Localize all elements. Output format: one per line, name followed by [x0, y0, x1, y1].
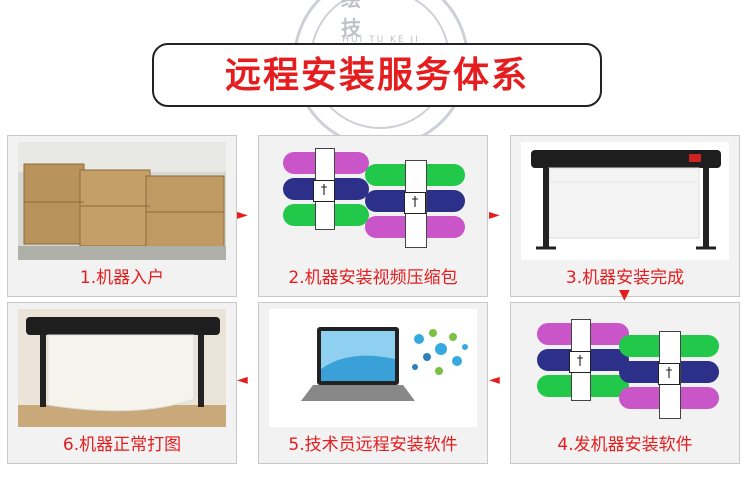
crates-photo	[18, 142, 226, 260]
arrow-right-icon: ►	[237, 207, 248, 223]
laptop-remote-icon	[269, 309, 477, 427]
page-title: 远程安装服务体系	[224, 55, 529, 96]
arrow-left-icon: ◄	[237, 372, 248, 388]
step-label-1: 1.机器入户	[79, 268, 165, 288]
step-card-4: † † 4.发机器安装软件	[510, 302, 740, 464]
plotter-photo	[521, 142, 729, 260]
arrow-left-icon: ◄	[489, 372, 500, 388]
watermark-sub-text: HUI TU KE JI	[342, 35, 420, 45]
zip-archive-icon: † †	[269, 142, 477, 260]
step-label-5: 5.技术员远程安装软件	[288, 435, 458, 455]
arrow-down-icon: ▼	[619, 287, 630, 303]
step-card-1: 1.机器入户	[7, 135, 237, 297]
step-label-2: 2.机器安装视频压缩包	[288, 268, 458, 288]
step-label-6: 6.机器正常打图	[62, 435, 182, 455]
step-card-3: 3.机器安装完成	[510, 135, 740, 297]
step-card-6: 6.机器正常打图	[7, 302, 237, 464]
arrow-right-icon: ►	[489, 207, 500, 223]
step-label-3: 3.机器安装完成	[565, 268, 685, 288]
step-label-4: 4.发机器安装软件	[557, 435, 693, 455]
plotter-printing-photo	[18, 309, 226, 427]
software-package-icon: † †	[521, 309, 729, 427]
title-banner: 远程安装服务体系	[152, 43, 602, 107]
step-card-5: 5.技术员远程安装软件	[258, 302, 488, 464]
watermark-top-text: 绘 技	[341, 0, 421, 40]
step-card-2: † † 2.机器安装视频压缩包	[258, 135, 488, 297]
